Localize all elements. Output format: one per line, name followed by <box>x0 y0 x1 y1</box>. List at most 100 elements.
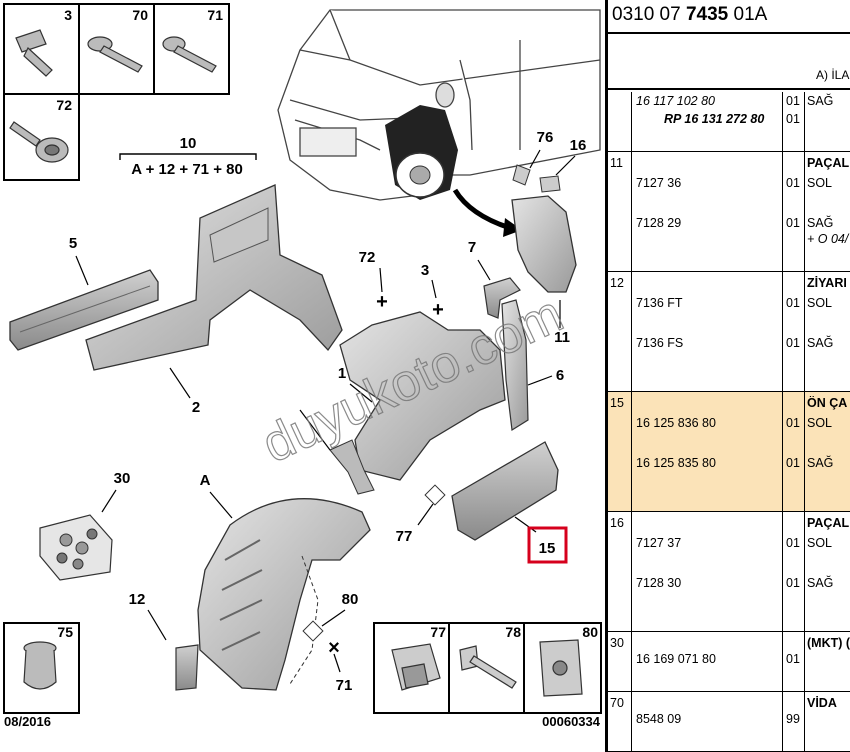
thumb-label-3: 3 <box>64 7 72 23</box>
callout-3: 3 <box>421 262 429 279</box>
leader-12 <box>147 609 167 641</box>
callout-72: 72 <box>359 249 376 266</box>
quantity: 01 <box>786 652 800 666</box>
callout-80: 80 <box>342 591 359 608</box>
side-description: SAĞ <box>807 576 834 590</box>
side-description: SOL <box>807 416 833 430</box>
callout-6: 6 <box>556 367 564 384</box>
screw-70-icon <box>87 36 143 73</box>
row-number: 70 <box>610 696 624 710</box>
row-title: (MKT) ( <box>807 636 850 650</box>
formula-text: A + 12 + 71 + 80 <box>131 161 243 178</box>
part-reference: 7128 30 <box>636 576 682 590</box>
van-illustration <box>277 9 601 201</box>
part-reference: 8548 09 <box>636 712 682 726</box>
formula-bracket <box>119 153 257 160</box>
callout-7: 7 <box>468 239 476 256</box>
leader-3 <box>431 279 437 299</box>
parts-diagram: 3 70 71 72 10 A + 12 + 71 + 80 <box>3 3 602 729</box>
document-code-prefix: 0310 07 <box>612 4 686 25</box>
callout-30: 30 <box>114 470 131 487</box>
inner-panel-part-2 <box>85 184 343 371</box>
date-label: 08/2016 <box>4 714 51 729</box>
screw-72-icon <box>9 121 69 163</box>
fender-bracket-leader <box>299 409 331 451</box>
clip-77-icon <box>391 643 441 691</box>
side-description: SAĞ <box>807 94 834 108</box>
leader-A <box>209 491 233 519</box>
divider-desc <box>804 92 805 752</box>
row-title: VİDA <box>807 696 837 710</box>
side-description: SOL <box>807 176 833 190</box>
callout-16: 16 <box>570 137 587 154</box>
clip-nut-80-icon <box>539 639 583 697</box>
leader-7 <box>477 259 491 281</box>
leader-77 <box>417 503 434 526</box>
callout-11: 11 <box>554 329 570 346</box>
support-part-6 <box>501 299 529 432</box>
front-wheel-liner-icon <box>385 105 458 200</box>
marker-72-cross: + <box>376 291 388 313</box>
marker-3-cross: + <box>432 299 444 321</box>
thumb-grid-top <box>3 3 230 181</box>
inner-panel-part-2-detail <box>209 207 269 263</box>
quantity: 01 <box>786 94 800 108</box>
quantity: 01 <box>786 416 800 430</box>
part-reference: 16 125 835 80 <box>636 456 716 470</box>
part-reference: 7127 36 <box>636 176 682 190</box>
mudflap-arrow-head <box>503 218 522 237</box>
part-reference: 7128 29 <box>636 216 682 230</box>
leader-72 <box>379 267 383 293</box>
document-code-suffix: 01A <box>728 4 768 25</box>
reference-number: 00060334 <box>542 714 601 729</box>
pop-rivet-78-icon <box>459 645 517 689</box>
quantity: 01 <box>786 216 800 230</box>
document-code: 0310 07 7435 01A <box>612 4 767 26</box>
leader-71 <box>333 653 341 673</box>
row-number: 15 <box>610 396 624 410</box>
callout-2: 2 <box>192 399 200 416</box>
wheel-liner-part-A <box>197 498 371 691</box>
table-row: 70 VİDA 8548 09 99 <box>608 692 850 752</box>
clip-80-marker <box>302 620 324 642</box>
cover-plate-part-12 <box>175 644 199 691</box>
callout-A: A <box>200 472 211 489</box>
callout-77: 77 <box>396 528 413 545</box>
quantity: 01 <box>786 296 800 310</box>
fastener-kit-part-30 <box>39 514 113 581</box>
thumb-label-75: 75 <box>57 624 73 640</box>
row-title: PAÇAL <box>807 156 850 170</box>
callout-12: 12 <box>129 591 146 608</box>
divider-qty <box>782 92 783 752</box>
thumb-label-72: 72 <box>56 97 72 113</box>
part-reference: 7136 FS <box>636 336 684 350</box>
quantity: 99 <box>786 712 800 726</box>
leader-6 <box>527 375 553 386</box>
side-description: SAĞ <box>807 456 834 470</box>
leader-76 <box>529 149 541 169</box>
side-description: SOL <box>807 536 833 550</box>
row-number: 16 <box>610 516 624 530</box>
part-reference: 16 169 071 80 <box>636 652 716 666</box>
quantity: 01 <box>786 456 800 470</box>
leader-80 <box>321 609 346 627</box>
rail-part-5 <box>9 269 159 351</box>
thumb-label-77: 77 <box>430 624 446 640</box>
quantity: 01 <box>786 536 800 550</box>
divider-num <box>631 92 632 752</box>
thumb-label-78: 78 <box>505 624 521 640</box>
thumb-label-80: 80 <box>582 624 598 640</box>
thumb-label-70: 70 <box>132 7 148 23</box>
callout-1: 1 <box>338 365 346 382</box>
leader-15 <box>514 516 537 533</box>
callout-5: 5 <box>69 235 77 252</box>
callout-10: 10 <box>180 135 197 152</box>
part-reference: 7127 37 <box>636 536 682 550</box>
row-title: ÖN ÇA <box>807 396 848 410</box>
